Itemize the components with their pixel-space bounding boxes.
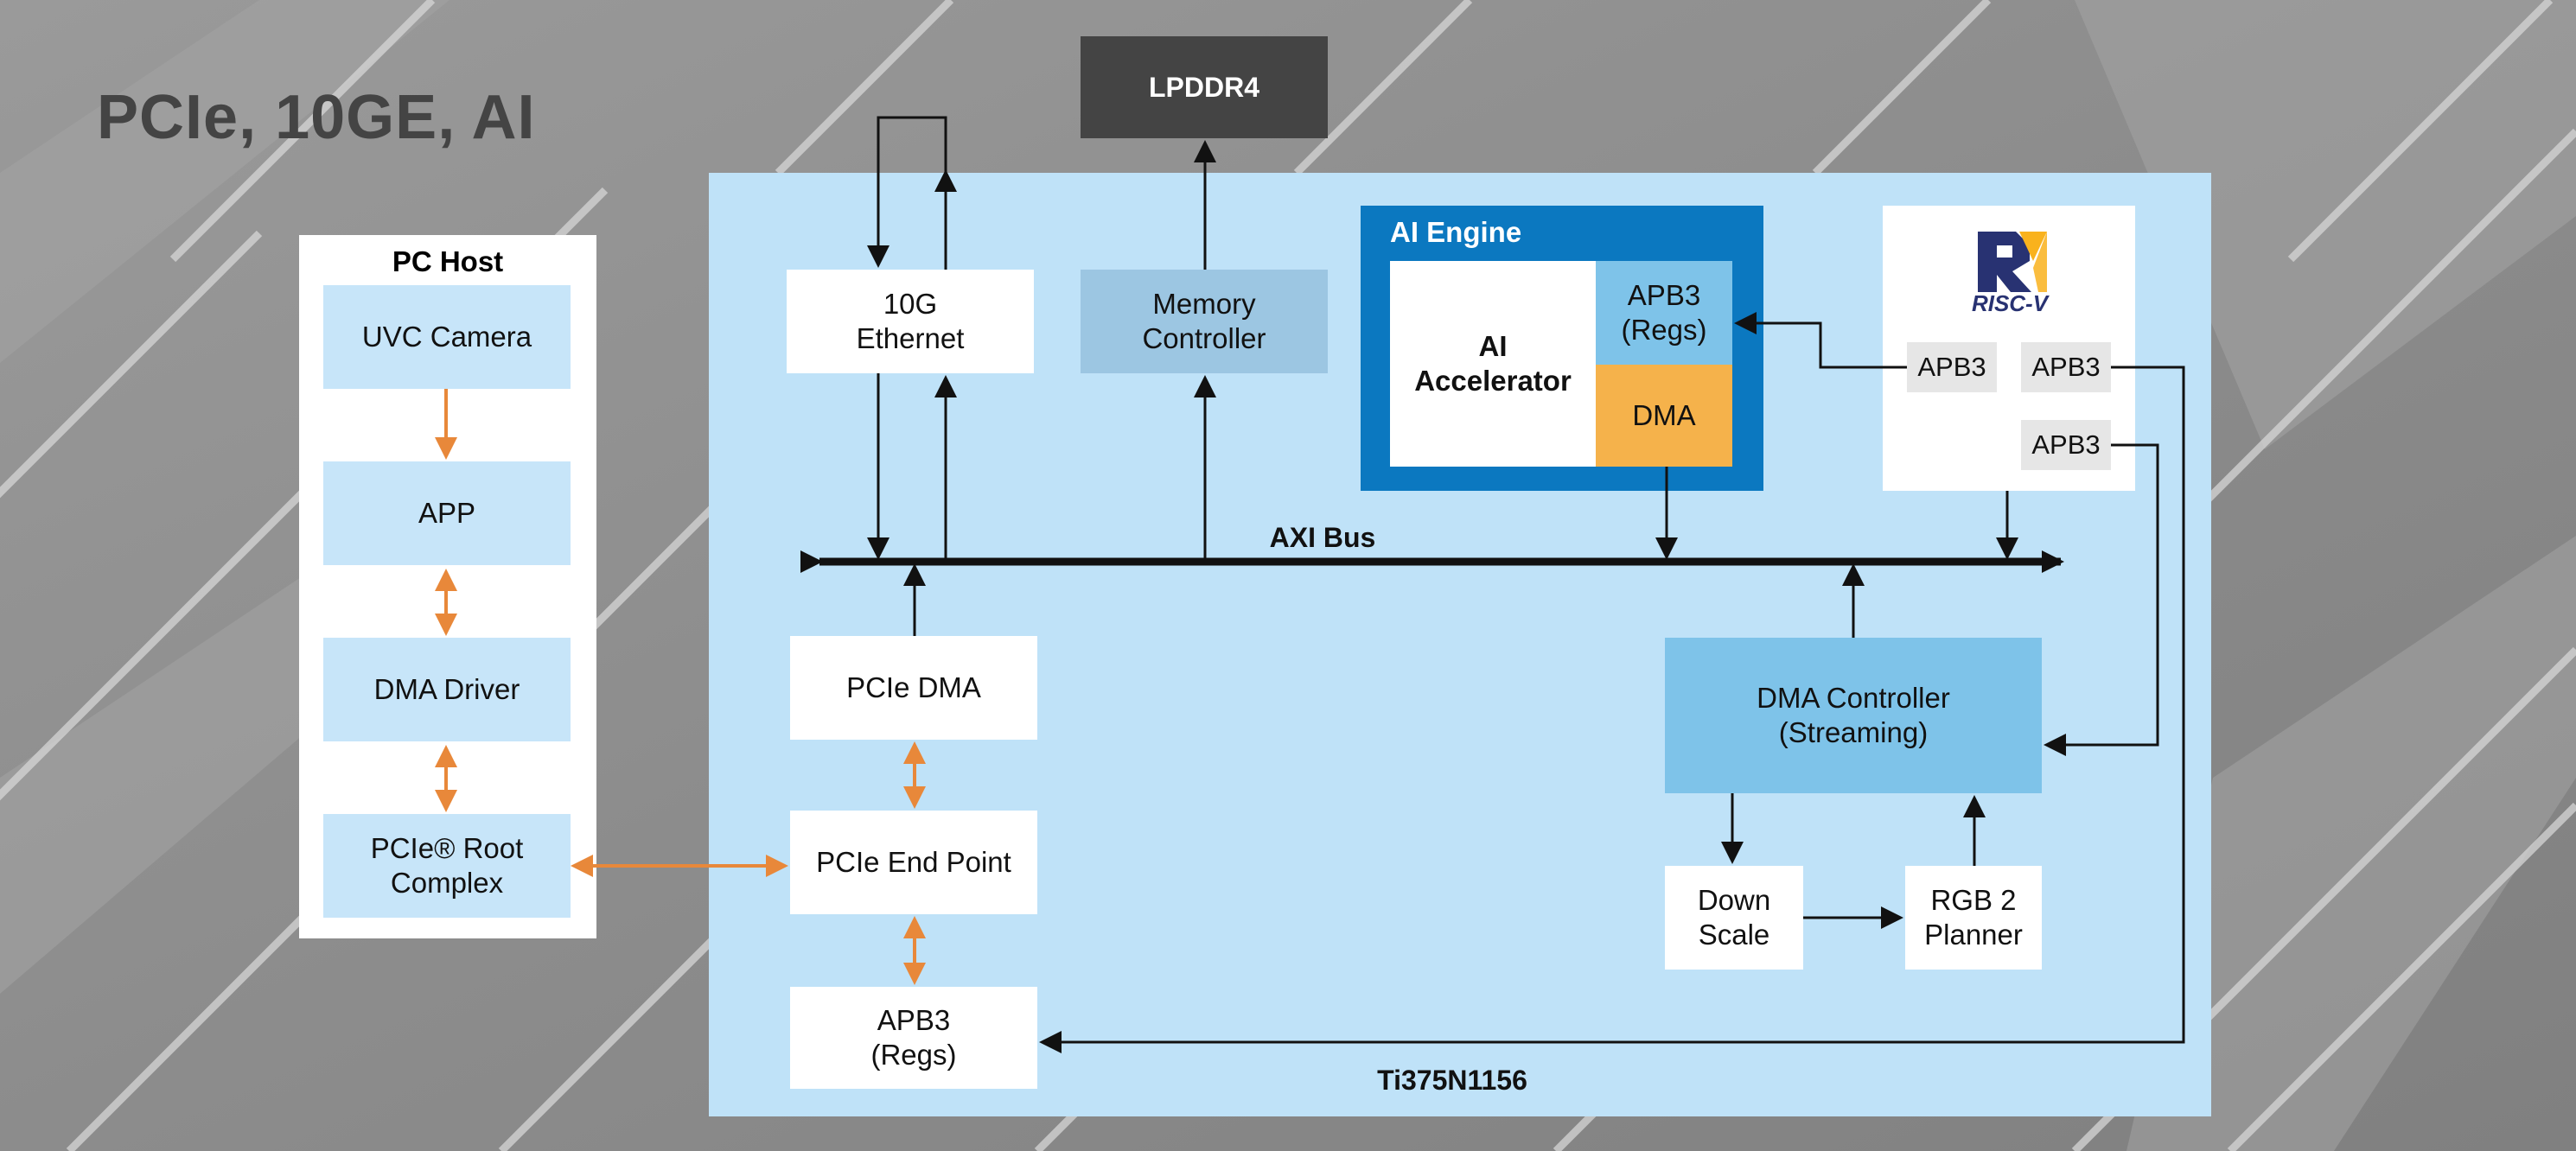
pcie-endpoint-block: PCIe End Point bbox=[790, 811, 1037, 914]
app-block: APP bbox=[323, 461, 571, 565]
riscv-logo-text: RISC-V bbox=[1971, 290, 2049, 316]
slide-title: PCIe, 10GE, AI bbox=[97, 83, 536, 152]
apb3-regs-block: APB3 (Regs) bbox=[790, 987, 1037, 1089]
memory-controller-block: Memory Controller bbox=[1081, 270, 1328, 373]
dma-driver-block: DMA Driver bbox=[323, 638, 571, 741]
fpga-label: Ti375N1156 bbox=[1377, 1065, 1527, 1096]
dma-controller-block: DMA Controller (Streaming) bbox=[1665, 638, 2042, 793]
rgb2planner-block: RGB 2 Planner bbox=[1905, 866, 2042, 970]
ai-engine-title: AI Engine bbox=[1390, 216, 1522, 248]
down-scale-block: Down Scale bbox=[1665, 866, 1803, 970]
pc-host-title: PC Host bbox=[392, 245, 504, 277]
axi-bus-label: AXI Bus bbox=[1269, 522, 1376, 553]
riscv-apb3-port-2: APB3 bbox=[2021, 342, 2111, 392]
uvc-camera-block: UVC Camera bbox=[323, 285, 571, 389]
pcie-root-complex-block: PCIe® Root Complex bbox=[323, 814, 571, 918]
riscv-apb3-port-3: APB3 bbox=[2021, 420, 2111, 470]
ethernet-block: 10G Ethernet bbox=[787, 270, 1034, 373]
riscv-apb3-port-1: APB3 bbox=[1907, 342, 1997, 392]
ai-accelerator-block: AI Accelerator bbox=[1390, 261, 1596, 467]
riscv-logo-icon bbox=[1971, 226, 2049, 296]
ai-apb3-regs-block: APB3 (Regs) bbox=[1596, 261, 1732, 365]
ai-dma-block: DMA bbox=[1596, 365, 1732, 467]
pcie-dma-block: PCIe DMA bbox=[790, 636, 1037, 740]
lpddr4-block: LPDDR4 bbox=[1081, 36, 1328, 138]
